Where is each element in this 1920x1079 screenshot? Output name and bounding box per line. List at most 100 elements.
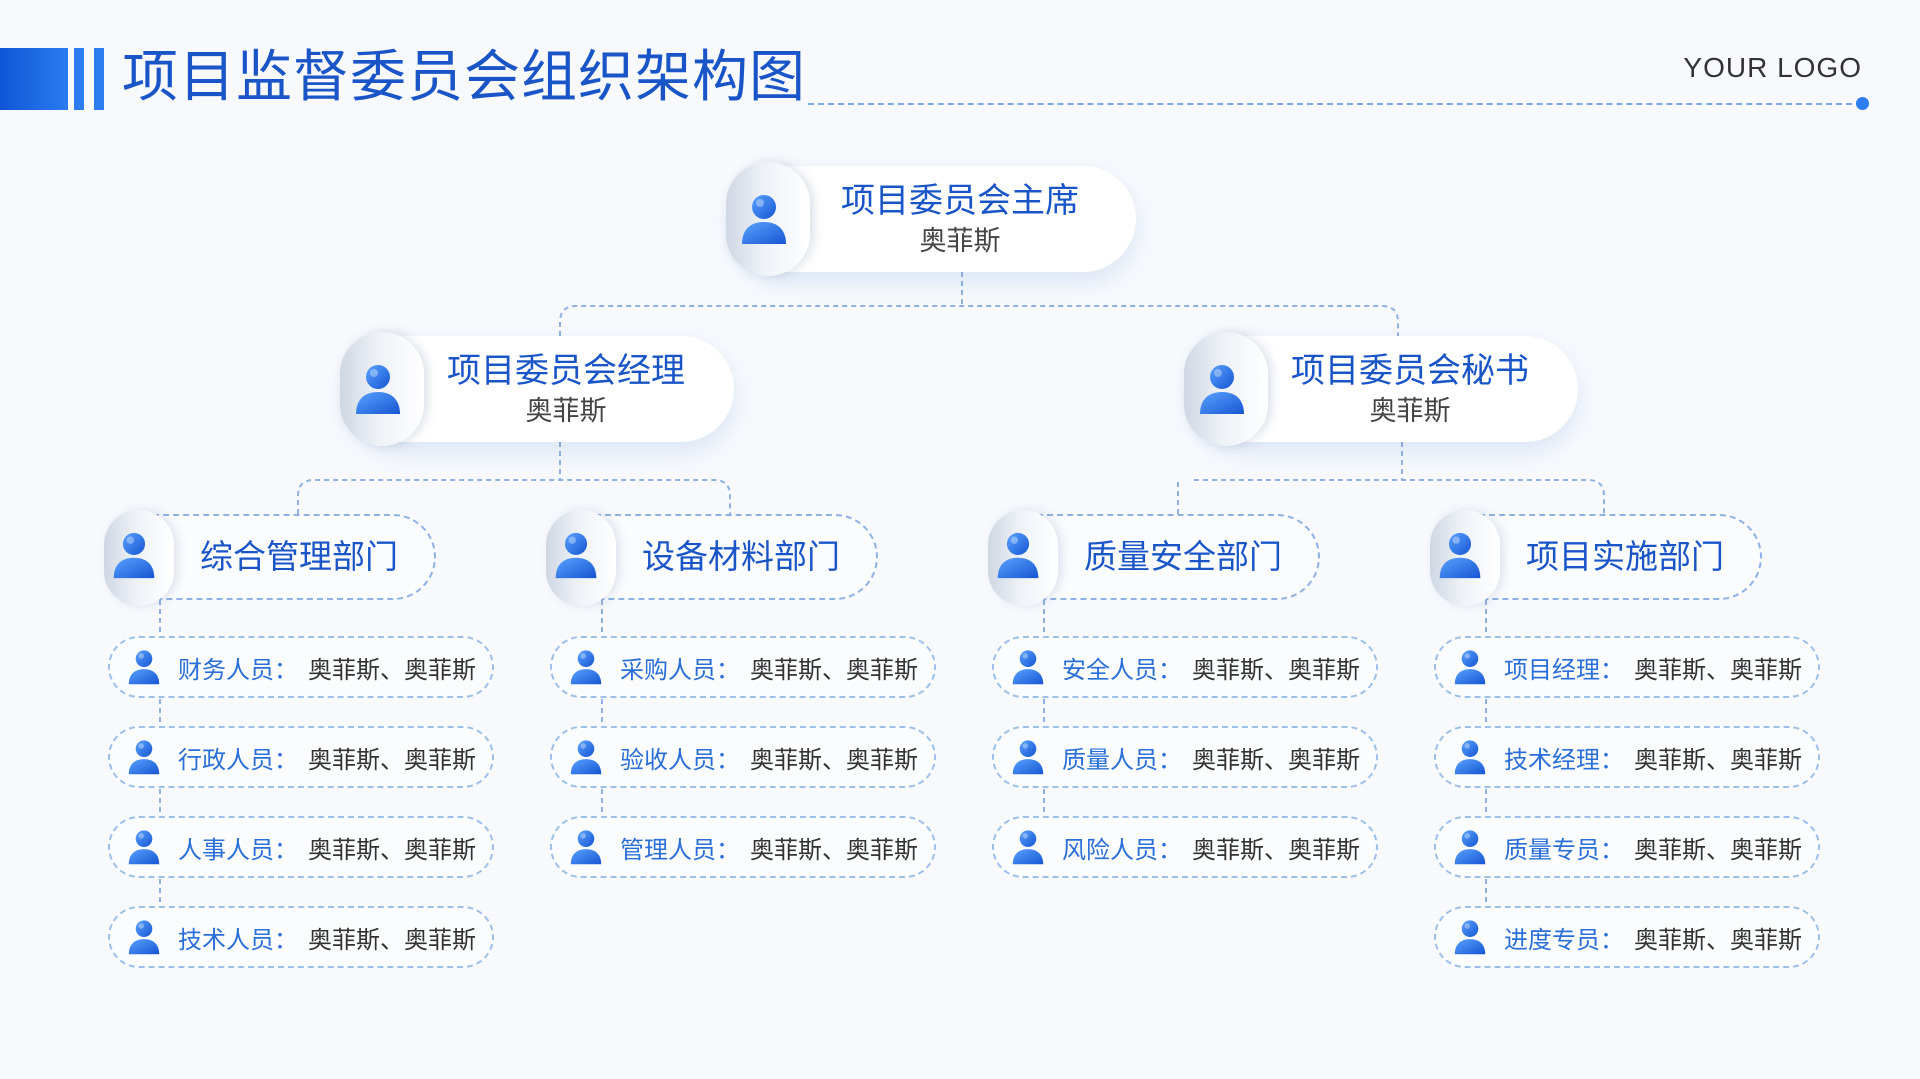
member-role: 采购人员 <box>620 655 716 684</box>
user-icon <box>994 528 1042 582</box>
member-item: 行政人员 ： 奥菲斯、奥菲斯 <box>108 726 494 788</box>
member-item: 验收人员 ： 奥菲斯、奥菲斯 <box>550 726 936 788</box>
member-item: 技术人员 ： 奥菲斯、奥菲斯 <box>108 906 494 968</box>
member-item: 技术经理 ： 奥菲斯、奥菲斯 <box>1434 726 1820 788</box>
member-people: 奥菲斯、奥菲斯 <box>308 745 476 774</box>
member-colon: ： <box>274 925 298 954</box>
user-icon <box>1452 826 1488 868</box>
member-role: 行政人员 <box>178 745 274 774</box>
user-icon <box>552 528 600 582</box>
user-icon <box>110 528 158 582</box>
department-avatar <box>546 510 616 606</box>
user-icon <box>1196 360 1248 418</box>
member-people: 奥菲斯、奥菲斯 <box>1192 745 1360 774</box>
member-role: 管理人员 <box>620 835 716 864</box>
user-icon <box>352 360 404 418</box>
member-role: 技术人员 <box>178 925 274 954</box>
manager-role: 项目委员会经理 <box>447 351 685 391</box>
user-icon <box>1452 916 1488 958</box>
member-people: 奥菲斯、奥菲斯 <box>1634 925 1802 954</box>
department-quality-safety: 质量安全部门 <box>988 510 1320 606</box>
department-avatar <box>104 510 174 606</box>
member-role: 项目经理 <box>1504 655 1600 684</box>
user-icon <box>568 646 604 688</box>
manager-person: 奥菲斯 <box>525 396 607 427</box>
user-icon <box>126 736 162 778</box>
member-role: 质量人员 <box>1062 745 1158 774</box>
page-title: 项目监督委员会组织架构图 <box>122 45 806 110</box>
member-colon: ： <box>1158 745 1182 774</box>
user-icon <box>1010 826 1046 868</box>
member-item: 人事人员 ： 奥菲斯、奥菲斯 <box>108 816 494 878</box>
member-people: 奥菲斯、奥菲斯 <box>1192 655 1360 684</box>
member-item: 进度专员 ： 奥菲斯、奥菲斯 <box>1434 906 1820 968</box>
user-icon <box>1452 646 1488 688</box>
department-equipment-materials: 设备材料部门 <box>546 510 878 606</box>
title-divider <box>808 103 1862 105</box>
member-role: 财务人员 <box>178 655 274 684</box>
secretary-person: 奥菲斯 <box>1369 396 1451 427</box>
member-colon: ： <box>274 835 298 864</box>
member-people: 奥菲斯、奥菲斯 <box>1192 835 1360 864</box>
user-icon <box>126 646 162 688</box>
member-colon: ： <box>274 745 298 774</box>
member-people: 奥菲斯、奥菲斯 <box>1634 655 1802 684</box>
department-name: 质量安全部门 <box>1084 537 1282 576</box>
user-icon <box>1452 736 1488 778</box>
header-decoration-bar <box>74 48 84 110</box>
member-item: 管理人员 ： 奥菲斯、奥菲斯 <box>550 816 936 878</box>
member-people: 奥菲斯、奥菲斯 <box>750 655 918 684</box>
member-role: 验收人员 <box>620 745 716 774</box>
user-icon <box>126 826 162 868</box>
member-item: 项目经理 ： 奥菲斯、奥菲斯 <box>1434 636 1820 698</box>
member-people: 奥菲斯、奥菲斯 <box>308 925 476 954</box>
header-decoration-block <box>0 48 68 110</box>
member-colon: ： <box>716 835 740 864</box>
manager-avatar <box>340 332 424 446</box>
secretary-card: 项目委员会秘书 奥菲斯 <box>1184 332 1578 446</box>
chair-card: 项目委员会主席 奥菲斯 <box>726 162 1136 276</box>
user-icon <box>738 190 790 248</box>
member-item: 风险人员 ： 奥菲斯、奥菲斯 <box>992 816 1378 878</box>
member-role: 风险人员 <box>1062 835 1158 864</box>
member-people: 奥菲斯、奥菲斯 <box>308 655 476 684</box>
member-role: 进度专员 <box>1504 925 1600 954</box>
member-colon: ： <box>1600 925 1624 954</box>
member-role: 技术经理 <box>1504 745 1600 774</box>
member-people: 奥菲斯、奥菲斯 <box>1634 745 1802 774</box>
member-colon: ： <box>716 655 740 684</box>
secretary-avatar <box>1184 332 1268 446</box>
chair-avatar <box>726 162 810 276</box>
member-colon: ： <box>1600 745 1624 774</box>
department-project-implementation: 项目实施部门 <box>1430 510 1762 606</box>
member-item: 安全人员 ： 奥菲斯、奥菲斯 <box>992 636 1378 698</box>
chair-role: 项目委员会主席 <box>841 181 1079 221</box>
user-icon <box>568 826 604 868</box>
member-role: 人事人员 <box>178 835 274 864</box>
member-item: 采购人员 ： 奥菲斯、奥菲斯 <box>550 636 936 698</box>
secretary-role: 项目委员会秘书 <box>1291 351 1529 391</box>
user-icon <box>1436 528 1484 582</box>
member-role: 质量专员 <box>1504 835 1600 864</box>
department-name: 综合管理部门 <box>200 537 398 576</box>
department-name: 设备材料部门 <box>642 537 840 576</box>
member-colon: ： <box>1600 835 1624 864</box>
member-colon: ： <box>1158 835 1182 864</box>
member-people: 奥菲斯、奥菲斯 <box>1634 835 1802 864</box>
member-colon: ： <box>274 655 298 684</box>
title-divider-dot <box>1856 97 1869 110</box>
user-icon <box>1010 646 1046 688</box>
user-icon <box>1010 736 1046 778</box>
user-icon <box>126 916 162 958</box>
department-avatar <box>1430 510 1500 606</box>
member-item: 质量人员 ： 奥菲斯、奥菲斯 <box>992 726 1378 788</box>
user-icon <box>568 736 604 778</box>
member-colon: ： <box>1600 655 1624 684</box>
member-colon: ： <box>1158 655 1182 684</box>
member-item: 财务人员 ： 奥菲斯、奥菲斯 <box>108 636 494 698</box>
member-people: 奥菲斯、奥菲斯 <box>750 835 918 864</box>
member-colon: ： <box>716 745 740 774</box>
manager-card: 项目委员会经理 奥菲斯 <box>340 332 734 446</box>
chair-person: 奥菲斯 <box>919 226 1001 257</box>
department-general-admin: 综合管理部门 <box>104 510 436 606</box>
